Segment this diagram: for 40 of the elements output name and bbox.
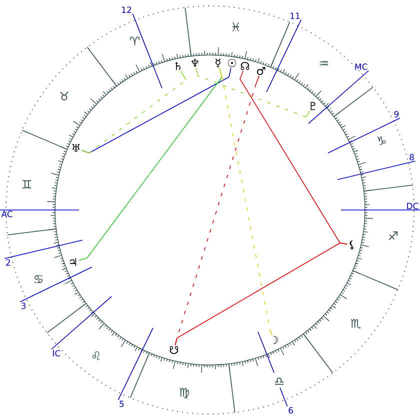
house-label: 6 (288, 407, 293, 414)
zodiac-symbol: ♍ (180, 388, 189, 399)
zodiac-symbol: ♒ (320, 60, 328, 66)
zodiac-symbol: ♈ (130, 36, 140, 46)
planet-symbol: ♄ (175, 62, 180, 70)
house-label: 11 (290, 12, 300, 19)
planet-symbol: ♇ (310, 102, 316, 110)
zodiac-symbol: ♌ (92, 351, 100, 360)
house-label: 5 (120, 400, 124, 408)
planet-symbol: ☊ (240, 62, 250, 70)
house-label: DC (407, 202, 418, 210)
planet-symbol: ♅ (72, 144, 80, 152)
house-label: 2 (6, 259, 10, 266)
zodiac-symbol: ♑ (377, 136, 386, 146)
zodiac-symbol: ♎ (274, 378, 284, 385)
zodiac-symbol: ♋ (34, 275, 42, 283)
house-label: 9 (394, 110, 399, 118)
zodiac-symbol: ♓ (232, 22, 240, 32)
zodiac-symbol: ♊ (22, 180, 32, 189)
planet-symbol: ☉ (228, 59, 236, 67)
house-label: MC (355, 64, 368, 70)
planet-symbol: ♆ (191, 59, 198, 67)
aspect-line (81, 70, 186, 154)
aspect-line (174, 242, 348, 346)
aspect-line (196, 67, 310, 118)
planet-symbol: ♃ (70, 258, 76, 266)
planet-symbol: ☽ (273, 336, 278, 344)
planet-symbol: ☋ (170, 346, 178, 354)
house-label: IC (53, 350, 60, 356)
house-label: 12 (122, 6, 132, 13)
planet-symbol: ⚸ (350, 240, 354, 250)
house-label: AC (1, 210, 12, 218)
house-label: 8 (410, 154, 414, 160)
house-label: 3 (21, 302, 26, 310)
zodiac-symbol: ♏ (350, 318, 361, 329)
zodiac-symbol: ♉ (60, 92, 68, 100)
aspect-line (219, 68, 273, 336)
zodiac-symbol: ♐ (388, 231, 398, 240)
planet-symbol: ♂ (256, 66, 266, 76)
planet-symbol: ☿ (216, 58, 220, 68)
